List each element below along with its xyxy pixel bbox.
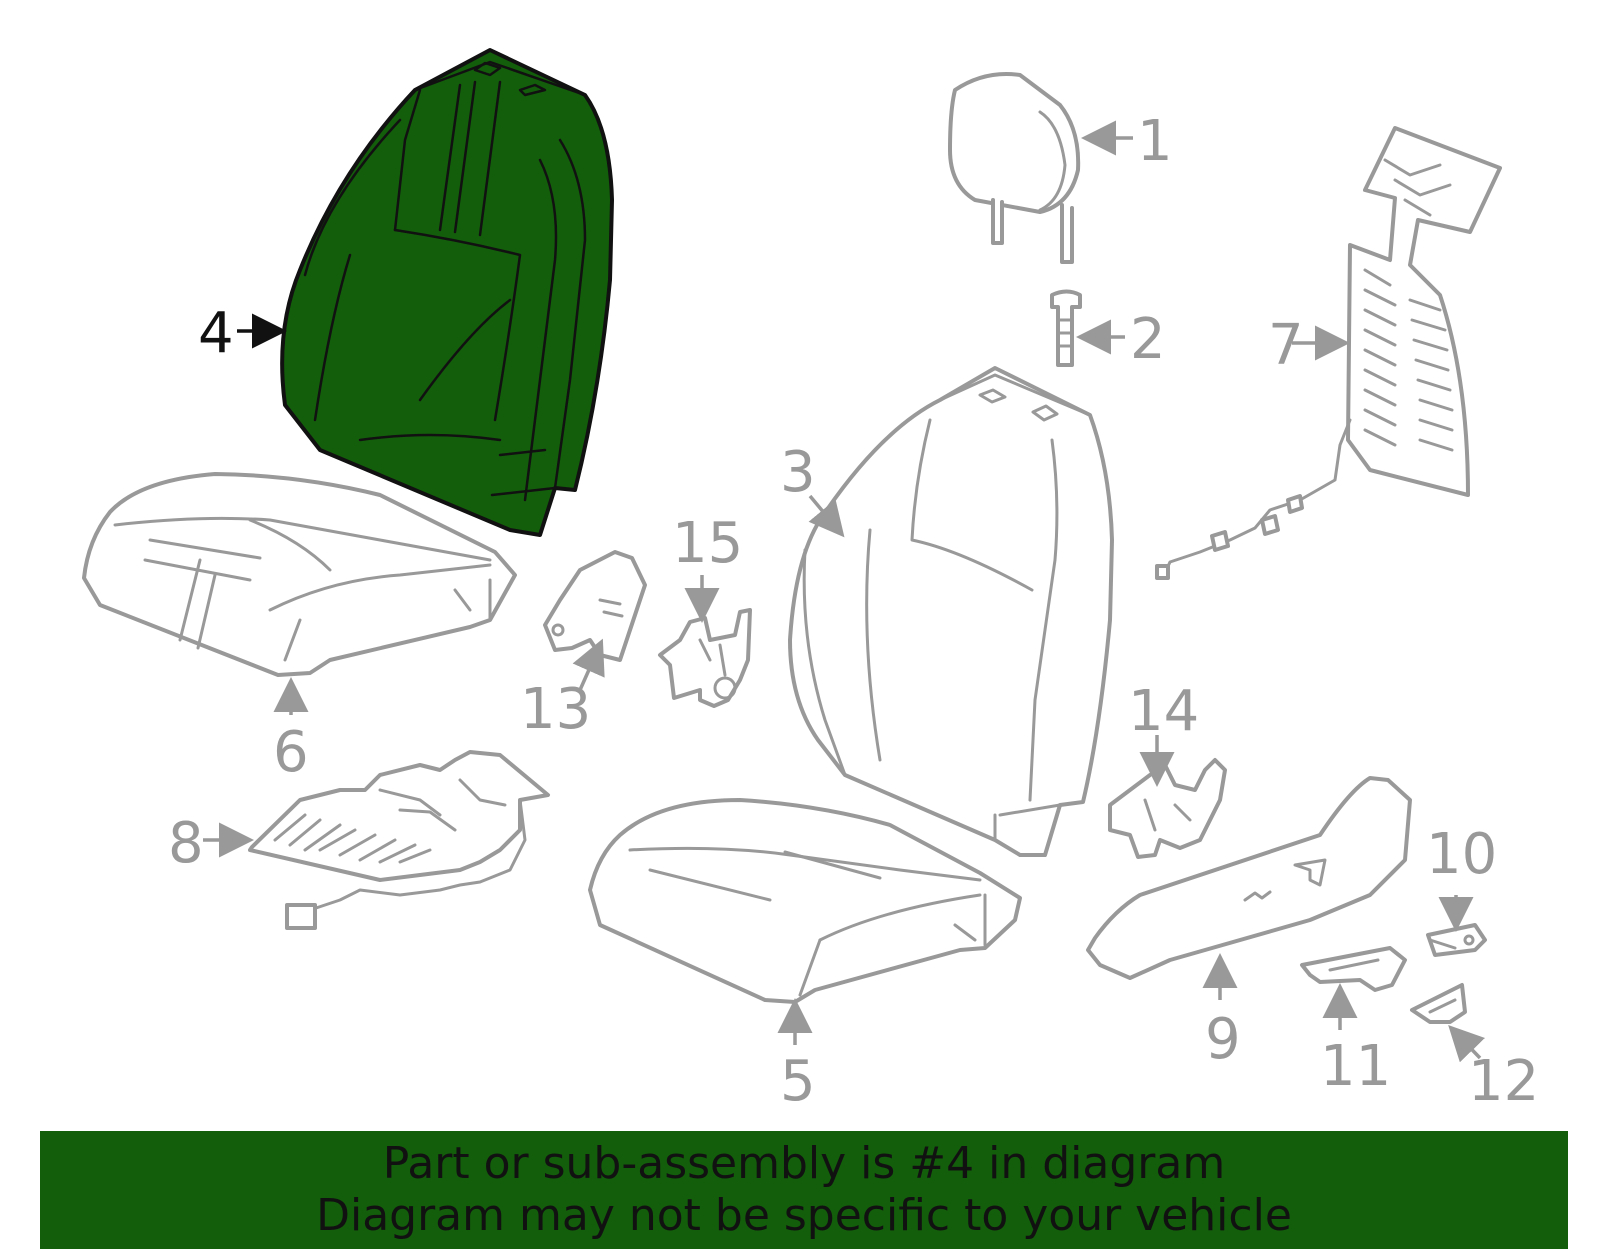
part-3-seat-back[interactable] — [788, 366, 1114, 857]
callout-10: 10 — [1426, 822, 1497, 887]
callout-11: 11 — [1320, 1034, 1391, 1099]
part-6-cushion-cover[interactable] — [82, 472, 517, 677]
part-13-bracket[interactable] — [543, 550, 647, 662]
part-7-seat-heater-pad[interactable] — [1155, 126, 1502, 580]
banner-line-disclaimer: Diagram may not be specific to your vehi… — [316, 1190, 1292, 1241]
part-1-headrest[interactable] — [948, 72, 1081, 264]
callout-12: 12 — [1468, 1049, 1539, 1114]
part-12-clip[interactable] — [1410, 983, 1467, 1024]
part-2-headrest-guide[interactable] — [1050, 289, 1082, 367]
callout-8: 8 — [168, 811, 204, 876]
banner-line-part-number: Part or sub-assembly is #4 in diagram — [382, 1138, 1226, 1189]
part-5-cushion-assembly[interactable] — [588, 798, 1022, 1004]
callout-5: 5 — [780, 1049, 816, 1114]
callout-4: 4 — [198, 301, 234, 366]
callout-13: 13 — [520, 677, 591, 742]
callout-14: 14 — [1128, 679, 1199, 744]
callout-2: 2 — [1130, 307, 1166, 372]
part-9-side-trim[interactable] — [1086, 776, 1412, 980]
part-14-bracket[interactable] — [1108, 758, 1227, 859]
callout-6: 6 — [273, 720, 309, 785]
part-11-knob-cover[interactable] — [1300, 946, 1407, 992]
callout-9: 9 — [1205, 1007, 1241, 1072]
info-banner: Part or sub-assembly is #4 in diagram Di… — [40, 1131, 1568, 1249]
part-10-cover[interactable] — [1426, 923, 1487, 957]
callout-15: 15 — [672, 511, 743, 576]
callout-7: 7 — [1268, 313, 1304, 378]
part-8-cushion-heater-pad[interactable] — [248, 750, 550, 930]
callout-1: 1 — [1137, 109, 1173, 174]
callout-3: 3 — [780, 440, 816, 505]
part-4-seat-back-cover[interactable] — [280, 48, 614, 537]
part-15-bracket[interactable] — [658, 608, 752, 708]
